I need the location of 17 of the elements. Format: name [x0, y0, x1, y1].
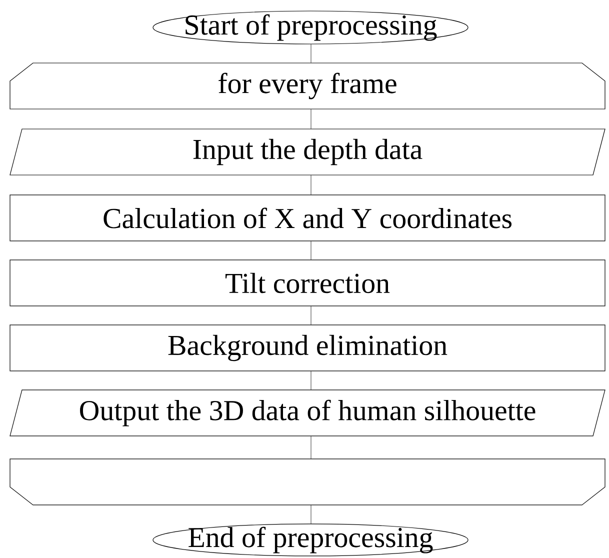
connector-line — [310, 44, 312, 63]
input-output-box: Input the depth data — [10, 128, 606, 176]
loop-end-box — [10, 458, 606, 506]
connector-line — [310, 436, 312, 459]
loop-start-box: for every frame — [10, 62, 606, 110]
connector-line — [310, 240, 312, 260]
terminator-oval: Start of preprocessing — [152, 10, 468, 44]
terminator-oval: End of preprocessing — [152, 524, 468, 556]
connector-line — [310, 504, 312, 524]
process-box: Background elimination — [10, 324, 606, 372]
connector-line — [310, 174, 312, 195]
connector-line — [310, 306, 312, 325]
process-box: Tilt correction — [10, 260, 606, 306]
input-output-box: Output the 3D data of human silhouette — [10, 390, 606, 436]
connector-line — [310, 370, 312, 390]
process-box: Calculation of X and Y coordinates — [10, 194, 606, 242]
connector-line — [310, 108, 312, 129]
